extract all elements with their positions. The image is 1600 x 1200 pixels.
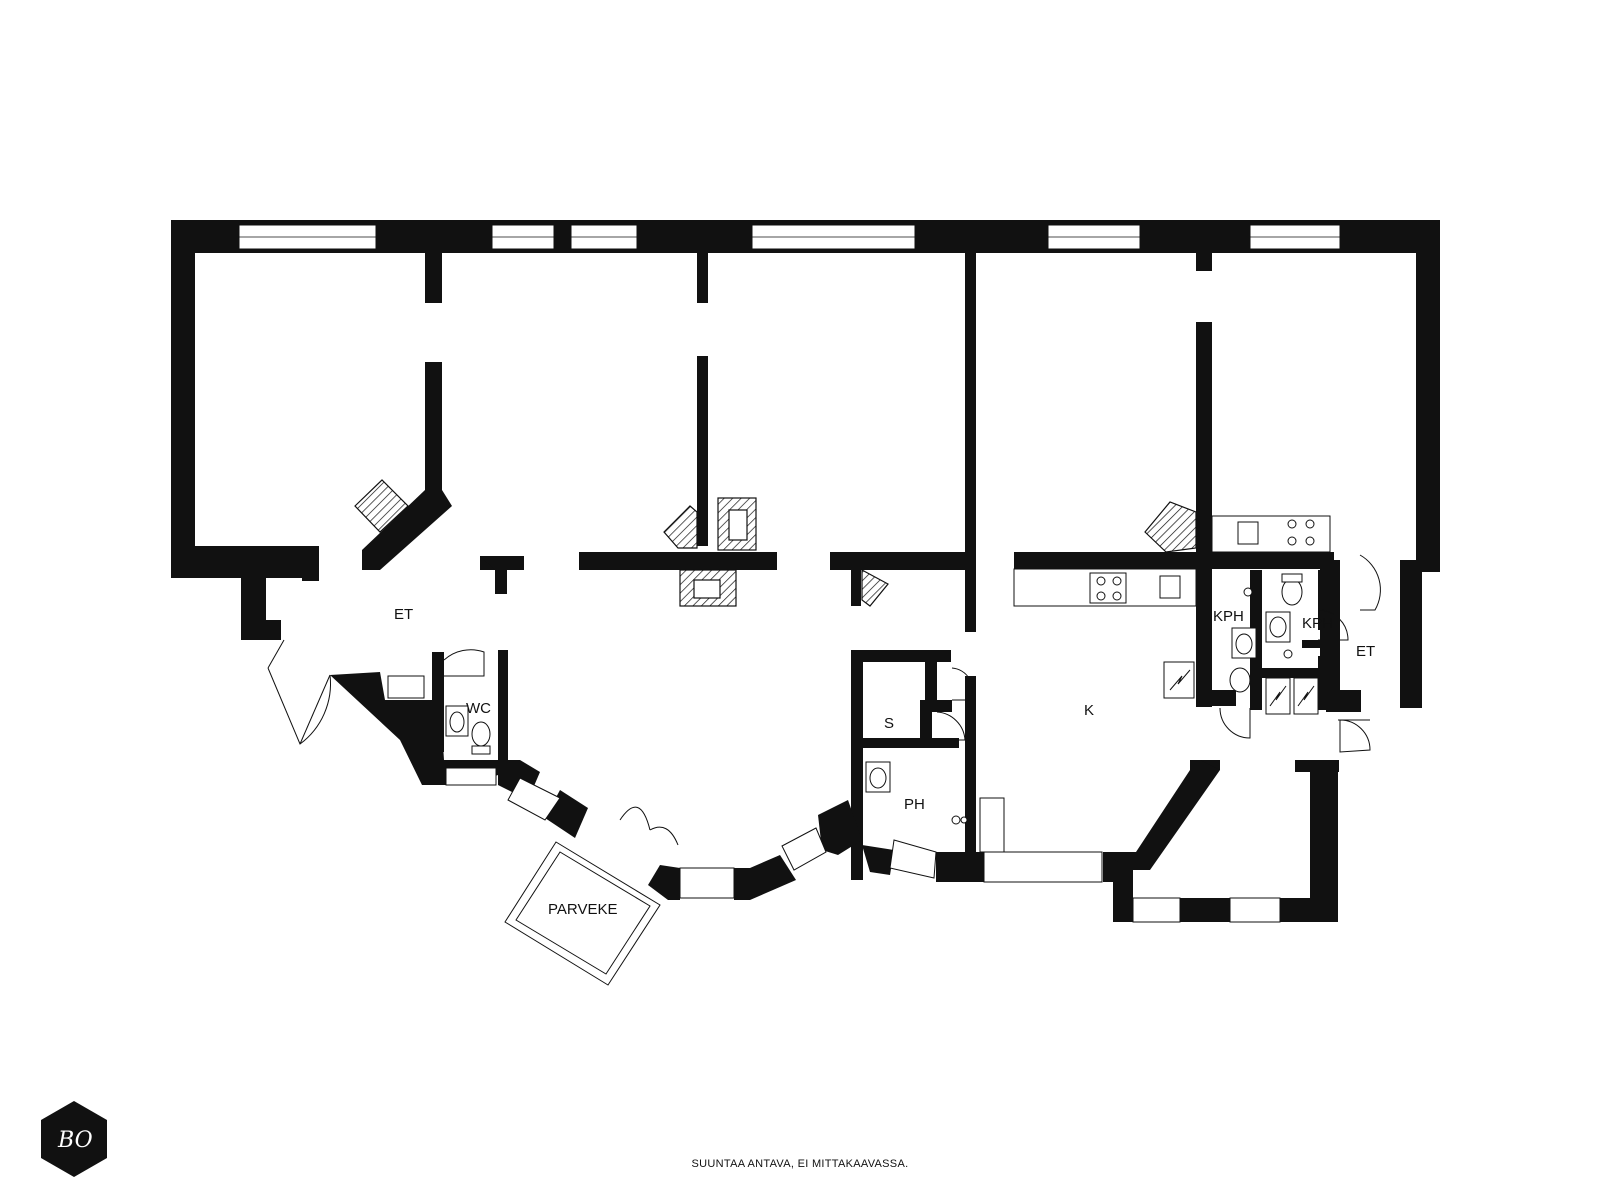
fireplace [1144,501,1197,553]
room-labels: ET WC PARVEKE S PH K KPH KPH ET [394,606,1375,918]
room-label-wc: WC [466,700,491,717]
window [983,851,1103,883]
window [781,827,827,871]
window [1229,897,1281,923]
fireplace [693,579,721,599]
room-label-parveke: PARVEKE [548,901,617,918]
sink [1159,575,1181,599]
kitchen [1013,515,1331,607]
disclaimer-note: SUUNTAA ANTAVA, EI MITTAKAAVASSA. [691,1158,909,1170]
window [889,839,937,879]
toilet [1229,667,1251,693]
logo-text: BO [57,1128,93,1153]
window [679,867,735,899]
bottom-windows [445,767,1281,923]
cabinet [387,675,425,699]
brand-logo: BO [41,1101,107,1177]
bottom-walls [330,672,1338,922]
toilet [471,721,491,747]
room-label-s: S [884,715,894,732]
window [507,777,561,821]
counter [979,797,1005,853]
fireplace [354,479,409,533]
window [1132,897,1181,923]
toilet [1281,578,1303,606]
fireplaces [354,479,1197,607]
fireplace [728,509,748,541]
room-label-kph-1: KPH [1213,608,1244,625]
sink [1237,521,1259,545]
shower [951,815,961,825]
doors [267,554,1381,846]
room-label-k: K [1084,702,1094,719]
room-label-et-side: ET [1356,643,1375,660]
balcony [504,841,661,986]
fixtures [387,573,1319,853]
fireplace [663,505,698,549]
room-label-ph: PH [904,796,925,813]
fireplace [861,568,889,607]
room-label-kph-2: KPH [1302,615,1333,632]
room-label-et: ET [394,606,413,623]
window [445,767,497,786]
